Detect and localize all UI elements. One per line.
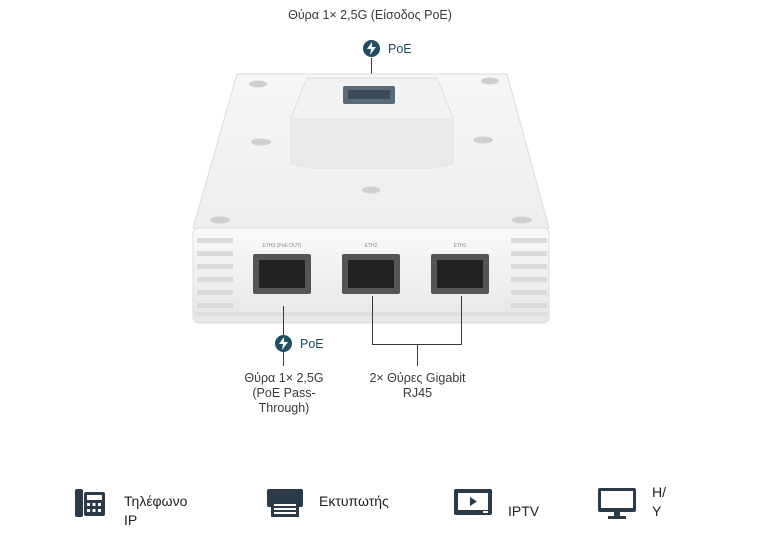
gigabit-label: 2× Θύρες Gigabit RJ45 bbox=[369, 371, 466, 400]
bottom-poe-text: PoE bbox=[300, 336, 324, 351]
device-pc bbox=[597, 486, 637, 520]
device-printer bbox=[266, 487, 304, 519]
device-ip-phone-label: Τηλέφωνο IP bbox=[124, 493, 188, 528]
bracket-stem bbox=[417, 344, 418, 366]
device-printer-label: Εκτυπωτής bbox=[319, 493, 389, 509]
eth1-label: ETH1 bbox=[453, 243, 467, 249]
eth3-port bbox=[253, 254, 311, 294]
eth2-label: ETH2 bbox=[364, 243, 378, 249]
passthrough-label: Θύρα 1× 2,5G (PoE Pass- Through) bbox=[244, 371, 324, 415]
device-pc-label: Η/ Υ bbox=[652, 484, 666, 519]
eth2-port bbox=[342, 254, 400, 294]
eth3-label: ETH3 (PoE OUT) bbox=[262, 243, 302, 249]
device-illustration bbox=[192, 73, 550, 324]
top-poe-text: PoE bbox=[388, 41, 412, 56]
top-connector-line bbox=[371, 58, 372, 88]
top-poe-badge: PoE bbox=[363, 40, 412, 57]
printer-icon bbox=[267, 489, 303, 517]
lightning-icon bbox=[363, 40, 380, 57]
device-ip-phone bbox=[73, 486, 107, 520]
top-port-label: Θύρα 1× 2,5G (Είσοδος PoE) bbox=[288, 8, 452, 22]
bracket-right bbox=[461, 296, 462, 344]
bottom-poe-badge: PoE bbox=[275, 335, 324, 352]
ip-phone-icon bbox=[75, 489, 105, 517]
device-iptv bbox=[453, 487, 493, 519]
eth1-port bbox=[431, 254, 489, 294]
pc-icon bbox=[598, 488, 636, 519]
iptv-icon bbox=[454, 489, 492, 515]
device-iptv-label: IPTV bbox=[508, 503, 540, 519]
lightning-icon bbox=[275, 335, 292, 352]
bracket-left bbox=[372, 296, 373, 344]
